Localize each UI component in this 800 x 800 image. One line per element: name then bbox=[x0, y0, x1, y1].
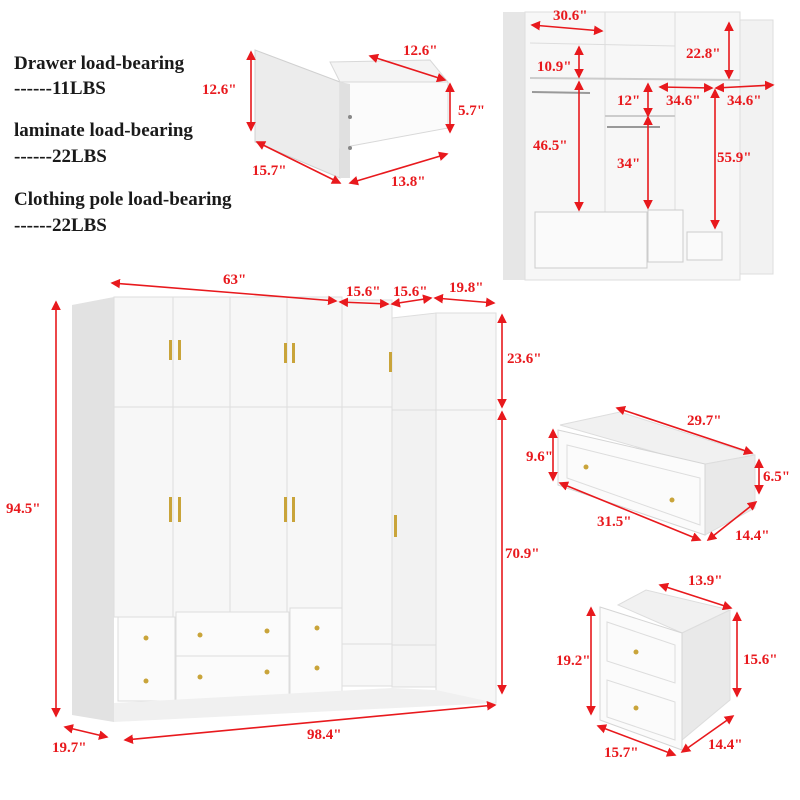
note-pole-title: Clothing pole load-bearing bbox=[14, 189, 232, 210]
wardrobe-depth-label: 19.7" bbox=[52, 740, 87, 756]
interior-middle-hanging-height-label: 34" bbox=[617, 156, 641, 172]
double-drawer-illustration bbox=[599, 589, 732, 751]
small-drawer-back-width-label: 12.6" bbox=[403, 43, 438, 59]
wardrobe-corner-segment-2-label: 15.6" bbox=[393, 284, 428, 300]
interior-top-shelf-width-label: 30.6" bbox=[553, 8, 588, 24]
small-drawer-height-label: 12.6" bbox=[202, 82, 237, 98]
large-drawer-front-width-label: 31.5" bbox=[597, 514, 632, 530]
interior-corner-width-left-label: 34.6" bbox=[666, 93, 701, 109]
wardrobe-top-width-label: 63" bbox=[223, 272, 247, 288]
wardrobe-corner-segment-1-label: 15.6" bbox=[346, 284, 381, 300]
small-drawer-illustration bbox=[254, 49, 450, 179]
double-drawer-depth-label: 14.4" bbox=[708, 737, 743, 753]
large-drawer-illustration bbox=[557, 411, 756, 536]
large-drawer-side-height-label: 6.5" bbox=[763, 469, 791, 485]
large-drawer-back-width-label: 29.7" bbox=[687, 413, 722, 429]
small-drawer-front-width-label: 15.7" bbox=[252, 163, 287, 179]
interior-corner-width-right-label: 34.6" bbox=[727, 93, 762, 109]
interior-wardrobe-illustration bbox=[503, 11, 774, 281]
wardrobe-right-segment-label: 19.8" bbox=[449, 280, 484, 296]
wardrobe-lower-height-label: 70.9" bbox=[505, 546, 540, 562]
interior-corner-hanging-height-label: 55.9" bbox=[717, 150, 752, 166]
note-laminate-title: laminate load-bearing bbox=[14, 120, 193, 141]
note-drawer-value: ------11LBS bbox=[14, 78, 106, 99]
large-drawer-depth-label: 14.4" bbox=[735, 528, 770, 544]
wardrobe-total-height-label: 94.5" bbox=[6, 501, 41, 517]
wardrobe-total-width-label: 98.4" bbox=[307, 727, 342, 743]
interior-left-hanging-height-label: 46.5" bbox=[533, 138, 568, 154]
main-wardrobe-illustration bbox=[72, 296, 497, 722]
interior-top-corner-height-label: 22.8" bbox=[686, 46, 721, 62]
note-pole-value: ------22LBS bbox=[14, 215, 107, 236]
interior-shelf-gap-left-label: 10.9" bbox=[537, 59, 572, 75]
note-drawer-title: Drawer load-bearing bbox=[14, 53, 185, 74]
interior-middle-shelf-gap-label: 12" bbox=[617, 93, 641, 109]
double-drawer-side-height-label: 15.6" bbox=[743, 652, 778, 668]
double-drawer-front-height-label: 19.2" bbox=[556, 653, 591, 669]
double-drawer-front-width-label: 15.7" bbox=[604, 745, 639, 761]
double-drawer-back-width-label: 13.9" bbox=[688, 573, 723, 589]
note-laminate-value: ------22LBS bbox=[14, 146, 107, 167]
large-drawer-front-height-label: 9.6" bbox=[526, 449, 554, 465]
small-drawer-depth-label: 13.8" bbox=[391, 174, 426, 190]
wardrobe-top-cabinet-height-label: 23.6" bbox=[507, 351, 542, 367]
small-drawer-side-height-label: 5.7" bbox=[458, 103, 486, 119]
